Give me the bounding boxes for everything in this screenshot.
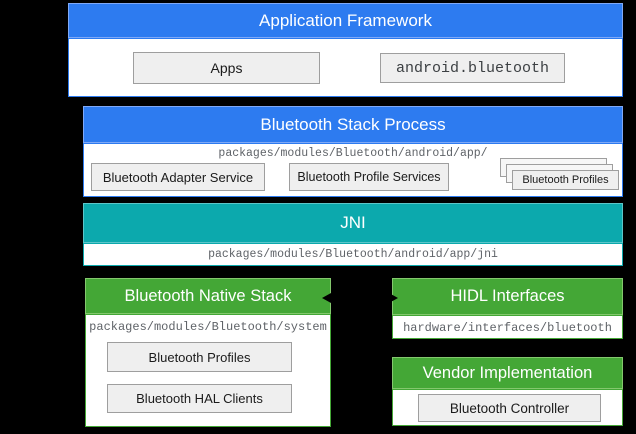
- bluetooth-stack-process-title: Bluetooth Stack Process: [260, 114, 446, 134]
- jni-header: JNI: [83, 203, 623, 243]
- bluetooth-native-stack-body: packages/modules/Bluetooth/system Blueto…: [85, 314, 331, 427]
- bluetooth-stack-process-header: Bluetooth Stack Process: [83, 106, 623, 143]
- hidl-interfaces-title: HIDL Interfaces: [450, 287, 565, 305]
- arrow-right-head: [389, 293, 398, 303]
- bluetooth-adapter-service-box: Bluetooth Adapter Service: [91, 163, 265, 191]
- bluetooth-profile-services-label: Bluetooth Profile Services: [297, 170, 441, 184]
- hidl-interfaces-header: HIDL Interfaces: [392, 278, 623, 315]
- arrow-left-head: [322, 293, 331, 303]
- native-stack-path: packages/modules/Bluetooth/system: [89, 320, 327, 334]
- bluetooth-profile-services-box: Bluetooth Profile Services: [289, 163, 449, 191]
- bluetooth-controller-box: Bluetooth Controller: [418, 394, 601, 422]
- vendor-implementation-header: Vendor Implementation: [392, 357, 623, 389]
- bluetooth-profiles-stack-label: Bluetooth Profiles: [522, 174, 609, 186]
- native-bluetooth-profiles-box: Bluetooth Profiles: [107, 342, 292, 372]
- bluetooth-controller-label: Bluetooth Controller: [449, 400, 570, 416]
- bluetooth-hal-clients-box: Bluetooth HAL Clients: [107, 384, 292, 413]
- jni-body: packages/modules/Bluetooth/android/app/j…: [83, 243, 623, 266]
- android-bluetooth-label: android.bluetooth: [395, 59, 550, 77]
- application-framework-body: Apps android.bluetooth: [68, 38, 623, 97]
- hidl-path: hardware/interfaces/bluetooth: [403, 321, 612, 335]
- android-bluetooth-box: android.bluetooth: [380, 53, 565, 83]
- vendor-implementation-title: Vendor Implementation: [422, 363, 593, 382]
- bluetooth-stack-process-body: packages/modules/Bluetooth/android/app/ …: [83, 143, 623, 197]
- arrow-shaft: [329, 297, 391, 299]
- jni-title: JNI: [340, 213, 366, 232]
- bluetooth-profiles-card-front: Bluetooth Profiles: [512, 170, 619, 190]
- vendor-implementation-body: Bluetooth Controller: [392, 389, 623, 426]
- hidl-interfaces-body: hardware/interfaces/bluetooth: [392, 315, 623, 339]
- apps-label: Apps: [210, 60, 243, 76]
- bluetooth-native-stack-header: Bluetooth Native Stack: [85, 278, 331, 314]
- native-bluetooth-profiles-label: Bluetooth Profiles: [148, 349, 251, 365]
- bluetooth-adapter-service-label: Bluetooth Adapter Service: [102, 169, 254, 185]
- bidirectional-arrow-icon: [322, 292, 398, 304]
- application-framework-title: Application Framework: [259, 10, 432, 30]
- bluetooth-hal-clients-label: Bluetooth HAL Clients: [136, 391, 263, 406]
- application-framework-header: Application Framework: [68, 3, 623, 38]
- jni-path: packages/modules/Bluetooth/android/app/j…: [208, 248, 498, 261]
- stack-process-path: packages/modules/Bluetooth/android/app/: [218, 147, 488, 160]
- apps-box: Apps: [133, 52, 320, 84]
- bluetooth-native-stack-title: Bluetooth Native Stack: [124, 286, 292, 305]
